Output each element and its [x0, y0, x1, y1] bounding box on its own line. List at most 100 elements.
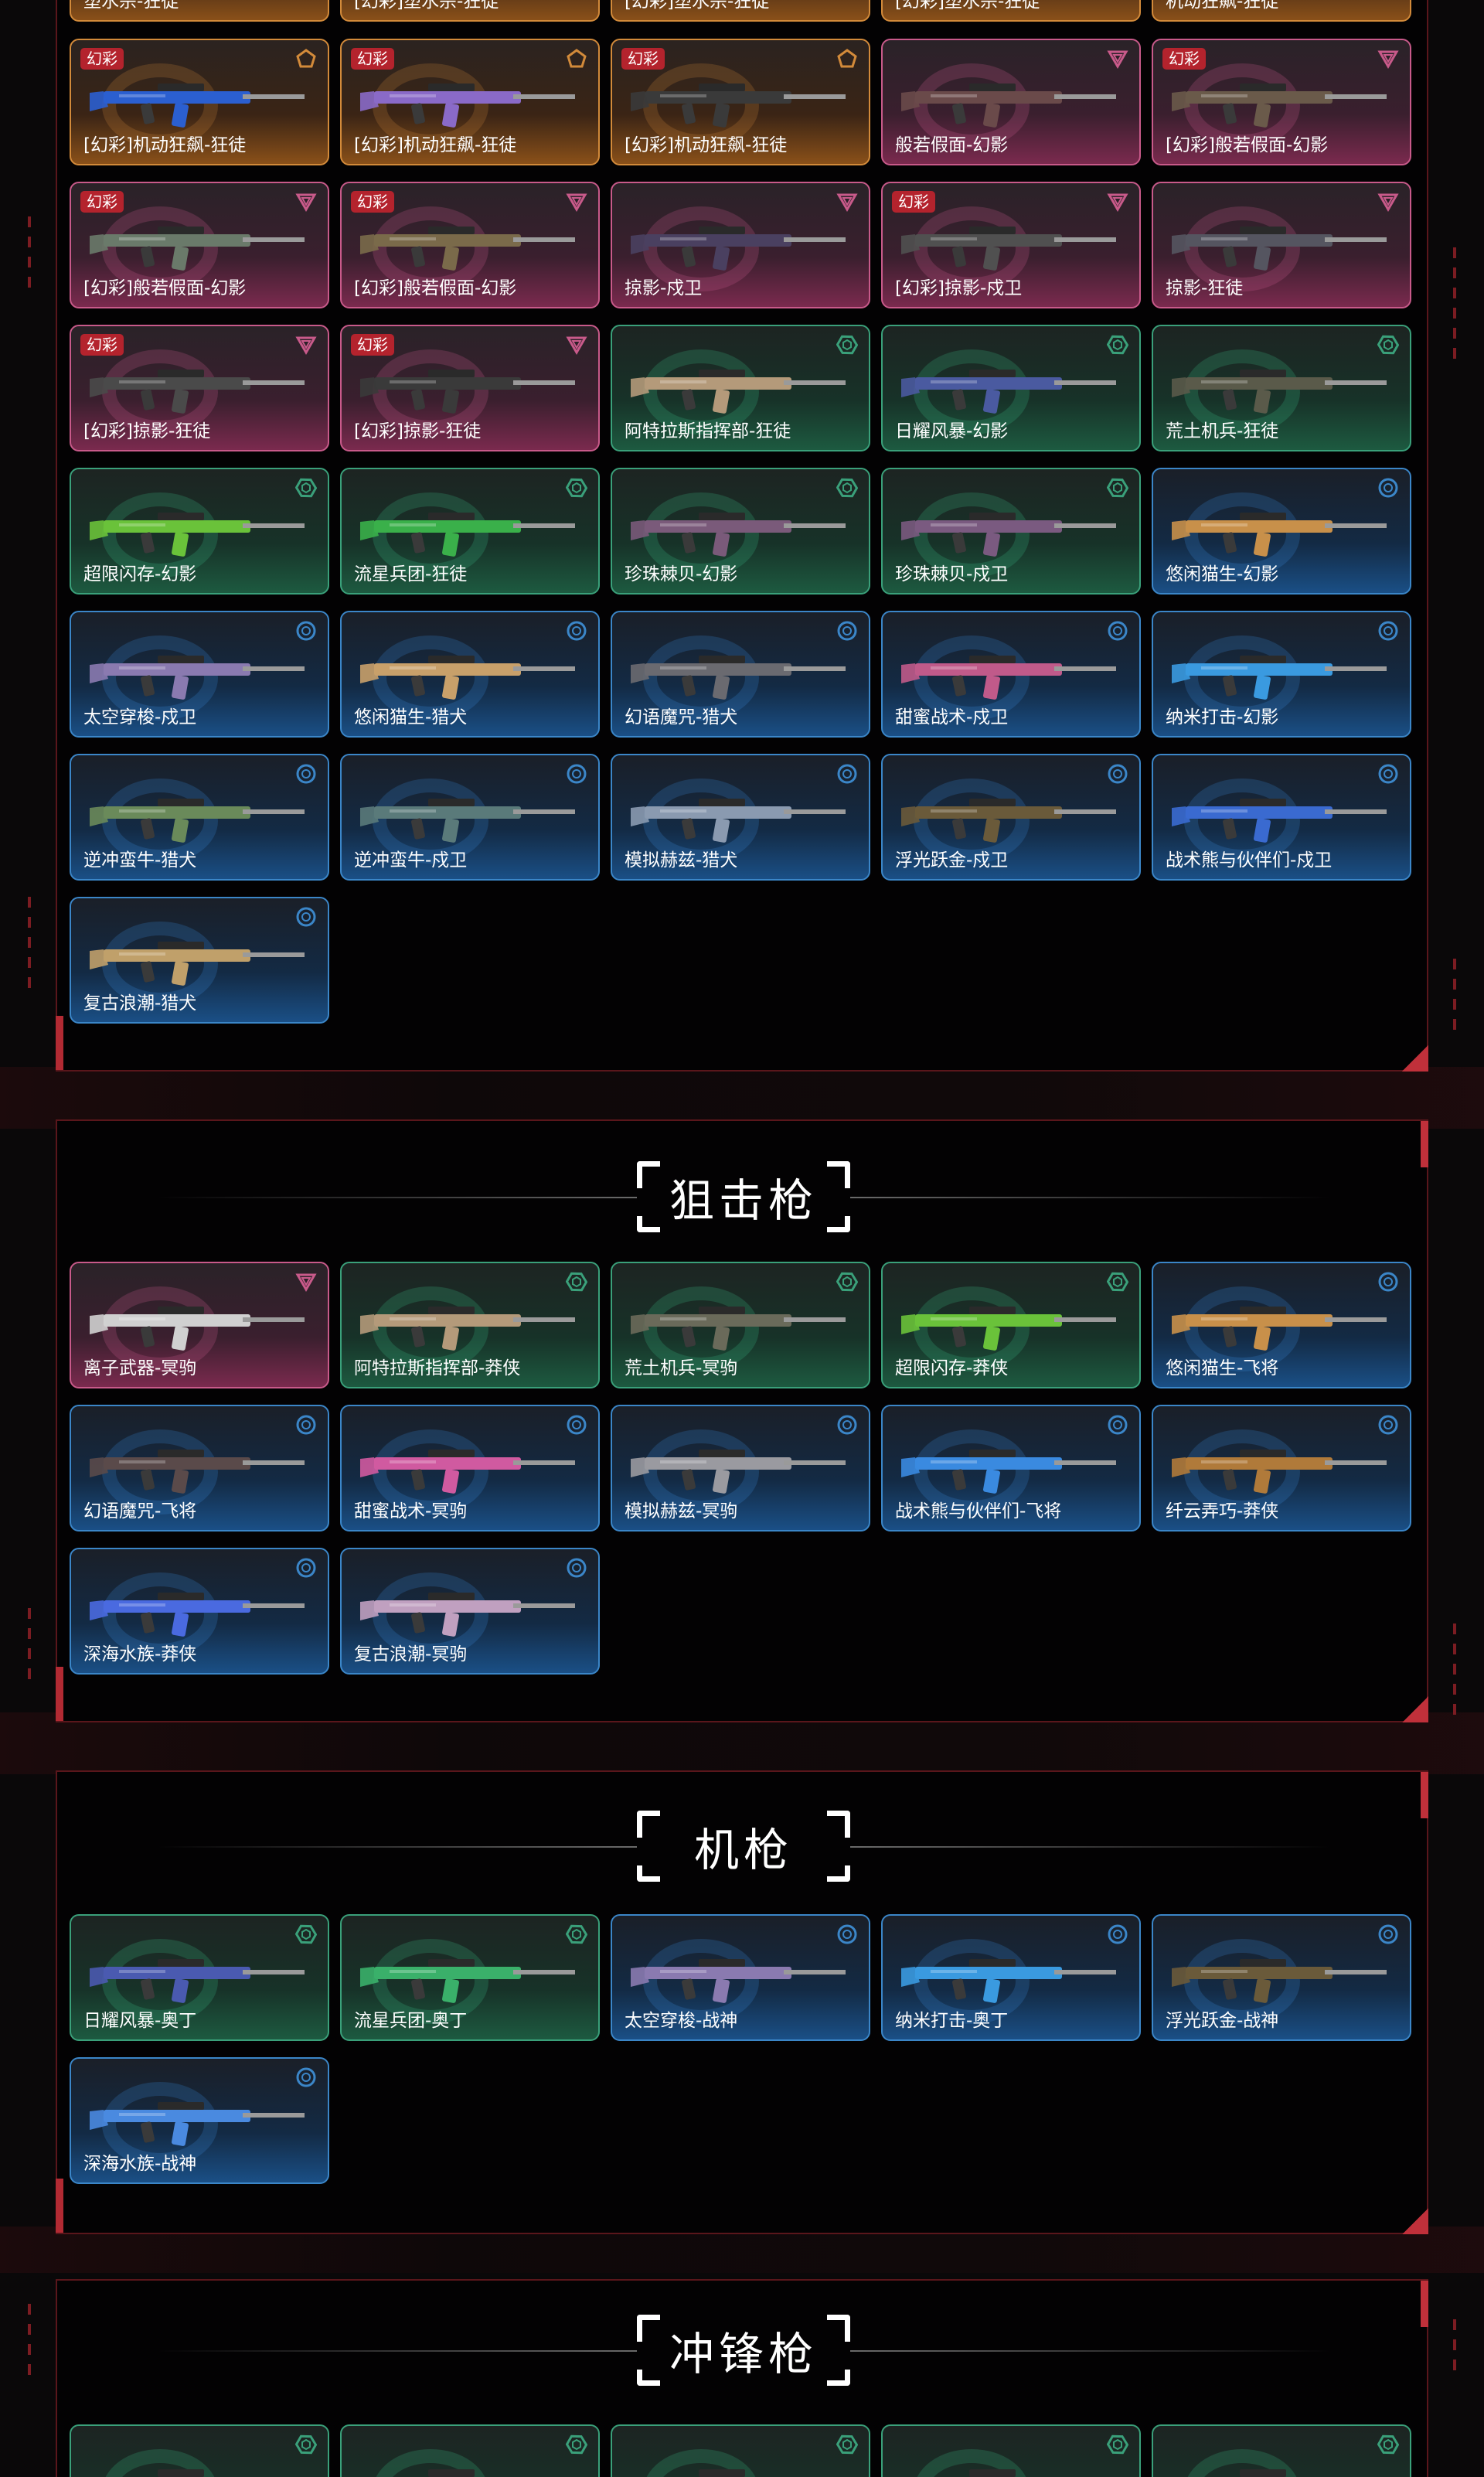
- skin-card[interactable]: 掠影-狂徒: [1152, 182, 1411, 308]
- skin-card[interactable]: 模拟赫兹-猎犬: [611, 754, 870, 881]
- skin-card[interactable]: 幻彩 [幻彩]掠影-狂徒: [340, 325, 600, 451]
- skin-card[interactable]: [1152, 2424, 1411, 2477]
- skin-name: 幻语魔咒-飞将: [83, 1501, 197, 1521]
- skin-card[interactable]: 离子武器-冥驹: [70, 1262, 329, 1388]
- skin-name: 悠闲猫生-幻影: [1166, 564, 1279, 584]
- weapon-image: [900, 1290, 1124, 1359]
- hexagon-icon: [1377, 334, 1400, 356]
- skin-card[interactable]: 悠闲猫生-幻影: [1152, 468, 1411, 595]
- skin-card[interactable]: 幻彩 [幻彩]掠影-狂徒: [70, 325, 329, 451]
- skin-card[interactable]: 阿特拉斯指挥部-狂徒: [611, 325, 870, 451]
- weapon-image: [88, 496, 312, 565]
- weapon-image: [88, 925, 312, 994]
- skin-name: [幻彩]机动狂飙-狂徒: [625, 135, 788, 155]
- skin-card[interactable]: 纳米打击-奥丁: [881, 1914, 1141, 2041]
- skin-card[interactable]: 复古浪潮-猎犬: [70, 897, 329, 1024]
- hexagon-icon: [836, 2434, 859, 2455]
- triangle-icon: [1377, 48, 1399, 70]
- skin-card[interactable]: 战术熊与伙伴们-飞将: [881, 1405, 1141, 1532]
- skin-card[interactable]: 塑水宗-狂徒: [70, 0, 329, 22]
- skin-card[interactable]: 超限闪存-莽侠: [881, 1262, 1141, 1388]
- skin-card[interactable]: 悠闲猫生-飞将: [1152, 1262, 1411, 1388]
- skin-card[interactable]: 荒土机兵-冥驹: [611, 1262, 870, 1388]
- side-decoration: [28, 897, 31, 997]
- skin-card[interactable]: 流星兵团-狂徒: [340, 468, 600, 595]
- skin-card[interactable]: 幻彩 [幻彩]般若假面-幻影: [1152, 39, 1411, 165]
- skin-card[interactable]: 幻彩 [幻彩]掠影-戍卫: [881, 182, 1141, 308]
- circle-icon: [566, 1414, 587, 1436]
- circle-icon: [1377, 1271, 1399, 1293]
- skin-card[interactable]: 悠闲猫生-猎犬: [340, 611, 600, 738]
- weapon-image: [359, 782, 583, 851]
- hexagon-icon: [294, 2434, 318, 2455]
- chroma-tag: 幻彩: [351, 48, 394, 70]
- skin-card[interactable]: 逆冲蛮牛-猎犬: [70, 754, 329, 881]
- hexagon-icon: [565, 1923, 588, 1945]
- skin-name: [幻彩]塑水宗-狂徒: [625, 0, 770, 12]
- panel-corner: [1421, 1121, 1428, 1167]
- skin-card[interactable]: 逆冲蛮牛-戍卫: [340, 754, 600, 881]
- skin-card[interactable]: 复古浪潮-冥驹: [340, 1548, 600, 1675]
- weapon-image: [900, 66, 1124, 136]
- weapon-image: [1170, 1290, 1394, 1359]
- skin-card[interactable]: 战术熊与伙伴们-戍卫: [1152, 754, 1411, 881]
- skin-card[interactable]: 纳米打击-幻影: [1152, 611, 1411, 738]
- skin-card[interactable]: 浮光跃金-戍卫: [881, 754, 1141, 881]
- skin-name: 日耀风暴-幻影: [895, 421, 1009, 441]
- skin-card[interactable]: 深海水族-战神: [70, 2057, 329, 2184]
- skin-name: 逆冲蛮牛-猎犬: [83, 850, 197, 871]
- weapon-image: [88, 353, 312, 422]
- weapon-image: [629, 782, 853, 851]
- divider-line: [850, 2350, 1329, 2352]
- skin-card[interactable]: 幻语魔咒-猎犬: [611, 611, 870, 738]
- skin-name: 珍珠棘贝-幻影: [625, 564, 738, 584]
- circle-icon: [295, 620, 317, 642]
- skin-card[interactable]: [340, 2424, 600, 2477]
- hexagon-icon: [565, 1271, 588, 1293]
- skin-card[interactable]: [611, 2424, 870, 2477]
- skin-card[interactable]: [70, 2424, 329, 2477]
- skin-card[interactable]: 浮光跃金-战神: [1152, 1914, 1411, 2041]
- skin-card[interactable]: 太空穿梭-战神: [611, 1914, 870, 2041]
- skin-card[interactable]: 纤云弄巧-莽侠: [1152, 1405, 1411, 1532]
- bracket-right: [827, 1161, 850, 1232]
- skin-card[interactable]: 幻彩 [幻彩]机动狂飙-狂徒: [70, 39, 329, 165]
- weapon-image: [629, 2452, 853, 2477]
- panel-corner: [1421, 2281, 1428, 2327]
- skin-card[interactable]: 荒土机兵-狂徒: [1152, 325, 1411, 451]
- skin-card[interactable]: [幻彩]塑水宗-狂徒: [611, 0, 870, 22]
- skin-card[interactable]: 幻彩 [幻彩]机动狂飙-狂徒: [611, 39, 870, 165]
- skin-name: 纳米打击-奥丁: [895, 2011, 1009, 2031]
- skin-card[interactable]: 深海水族-莽侠: [70, 1548, 329, 1675]
- skin-card[interactable]: [881, 2424, 1141, 2477]
- title-frame: 机枪: [637, 1811, 850, 1882]
- skin-card[interactable]: [幻彩]塑水宗-狂徒: [881, 0, 1141, 22]
- skin-card[interactable]: 日耀风暴-幻影: [881, 325, 1141, 451]
- skin-name: 深海水族-战神: [83, 2154, 197, 2174]
- circle-icon: [295, 1557, 317, 1579]
- skin-card[interactable]: 流星兵团-奥丁: [340, 1914, 600, 2041]
- skin-card[interactable]: 幻彩 [幻彩]机动狂飙-狂徒: [340, 39, 600, 165]
- side-decoration: [1453, 1624, 1456, 1724]
- skin-card[interactable]: 珍珠棘贝-戍卫: [881, 468, 1141, 595]
- skin-card[interactable]: 幻彩 [幻彩]般若假面-幻影: [340, 182, 600, 308]
- weapon-image: [359, 210, 583, 279]
- skin-card[interactable]: 幻语魔咒-飞将: [70, 1405, 329, 1532]
- skin-card[interactable]: 般若假面-幻影: [881, 39, 1141, 165]
- skin-card[interactable]: 日耀风暴-奥丁: [70, 1914, 329, 2041]
- skin-name: [幻彩]机动狂飙-狂徒: [83, 135, 247, 155]
- skin-card[interactable]: 掠影-戍卫: [611, 182, 870, 308]
- skin-card[interactable]: 幻彩 [幻彩]般若假面-幻影: [70, 182, 329, 308]
- side-decoration: [1453, 2319, 1456, 2380]
- skin-card[interactable]: 太空穿梭-戍卫: [70, 611, 329, 738]
- skin-card[interactable]: 甜蜜战术-冥驹: [340, 1405, 600, 1532]
- skin-card[interactable]: 阿特拉斯指挥部-莽侠: [340, 1262, 600, 1388]
- skin-card[interactable]: 模拟赫兹-冥驹: [611, 1405, 870, 1532]
- skin-card[interactable]: 珍珠棘贝-幻影: [611, 468, 870, 595]
- skin-card[interactable]: 机动狂飙-狂徒: [1152, 0, 1411, 22]
- skin-name: 日耀风暴-奥丁: [83, 2011, 197, 2031]
- skin-card[interactable]: 超限闪存-幻影: [70, 468, 329, 595]
- skin-card[interactable]: 甜蜜战术-戍卫: [881, 611, 1141, 738]
- skin-card[interactable]: [幻彩]塑水宗-狂徒: [340, 0, 600, 22]
- weapon-image: [629, 496, 853, 565]
